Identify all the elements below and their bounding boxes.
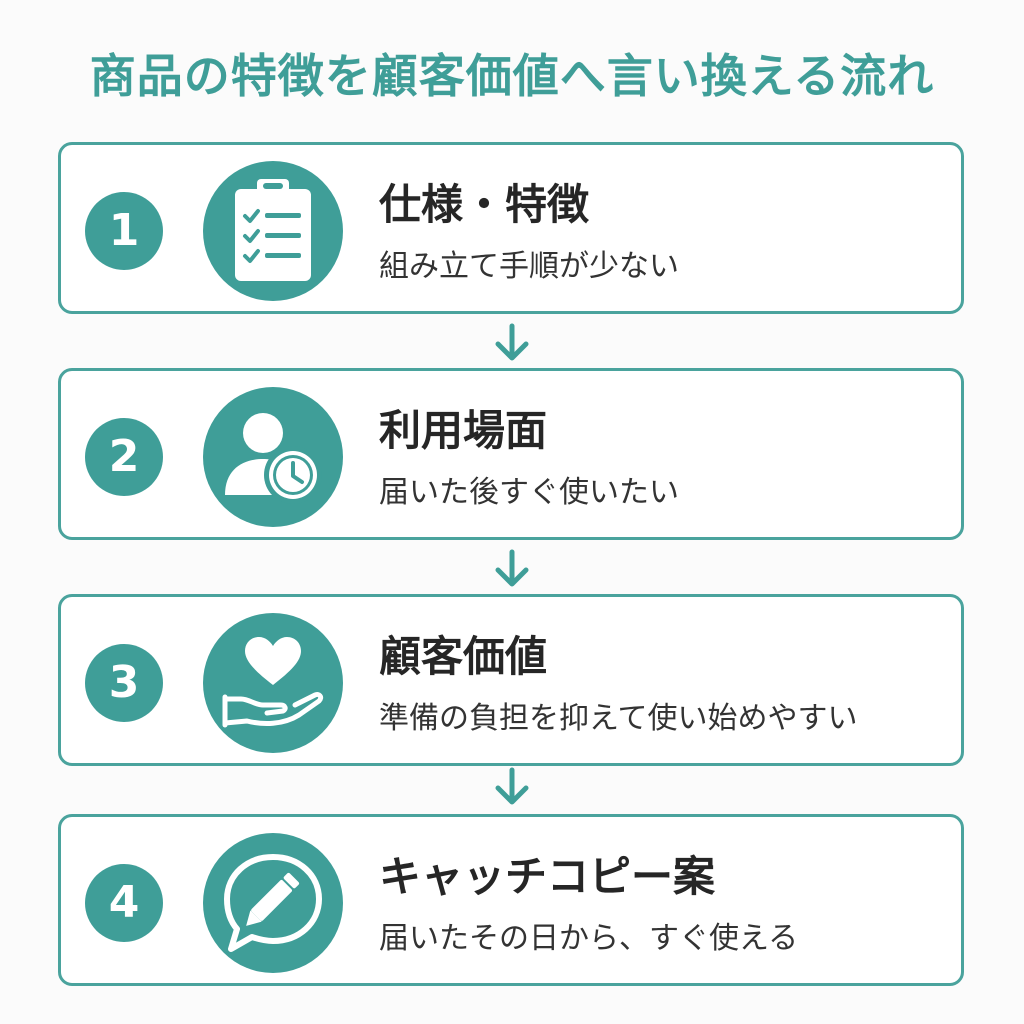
step-card-2: 2 利用場面 届いた後すぐ使いたい [58,368,964,540]
page-title: 商品の特徴を顧客価値へ言い換える流れ [89,49,935,103]
speech-bubble-pencil-icon [203,833,343,973]
step-number-badge: 1 [85,192,163,270]
step-title: 顧客価値 [379,632,548,681]
step-title: 利用場面 [379,406,548,455]
step-title: キャッチコピー案 [379,852,716,901]
step-description: 届いた後すぐ使いたい [379,475,679,510]
person-clock-icon [203,387,343,527]
step-card-3: 3 顧客価値 準備の負担を抑えて使い始めやすい [58,594,964,766]
arrow-down-icon [495,549,529,587]
heart-hand-icon [203,613,343,753]
step-description: 組み立て手順が少ない [379,249,679,284]
step-number-badge: 3 [85,644,163,722]
arrow-down-icon [495,767,529,805]
step-title: 仕様・特徴 [379,180,590,229]
clipboard-checklist-icon [203,161,343,301]
step-card-1: 1 仕様・特徴 組み立て手順が少ない [58,142,964,314]
step-card-4: 4 キャッチコピー案 届いたその日から、すぐ使える [58,814,964,986]
step-description: 届いたその日から、すぐ使える [379,921,799,956]
step-number-badge: 4 [85,864,163,942]
arrow-down-icon [495,323,529,361]
step-number-badge: 2 [85,418,163,496]
step-description: 準備の負担を抑えて使い始めやすい [379,701,858,736]
